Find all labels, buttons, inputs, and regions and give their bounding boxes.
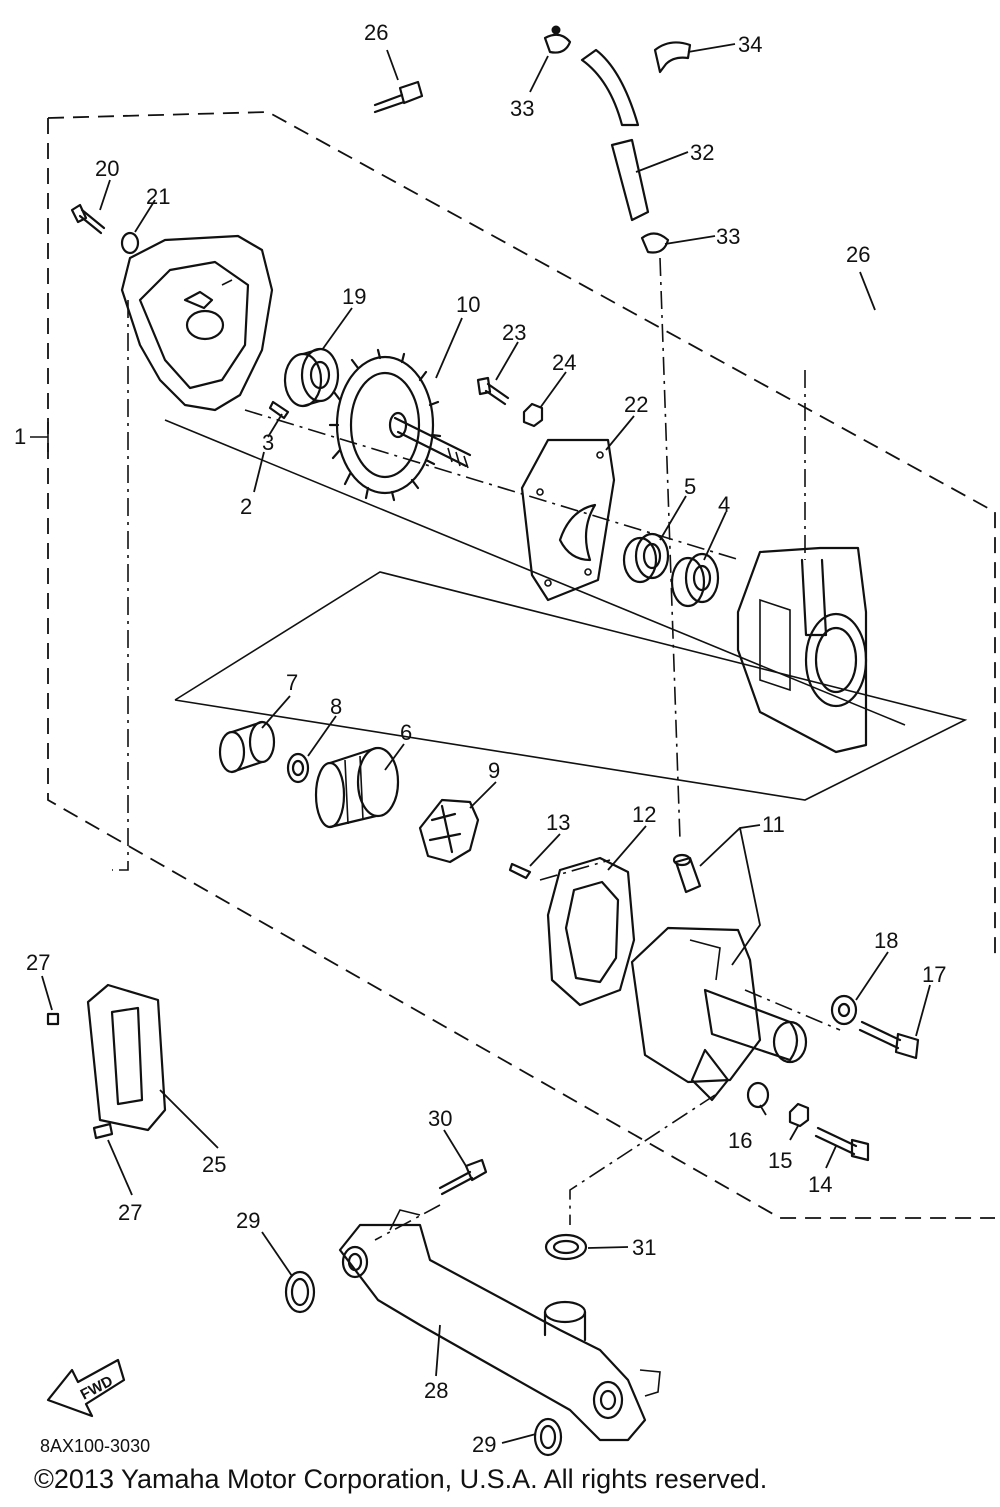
callout-34: 34	[738, 32, 762, 57]
callout-25: 25	[202, 1152, 226, 1177]
o-ring-29-left	[284, 1270, 316, 1314]
copyright-notice: ©2013 Yamaha Motor Corporation, U.S.A. A…	[34, 1464, 767, 1494]
plate-22	[520, 438, 616, 602]
pump-outer-cover	[630, 926, 808, 1102]
washer-18	[830, 994, 858, 1026]
washer-21	[120, 231, 140, 255]
callout-31: 31	[632, 1235, 656, 1260]
callout-27-top: 27	[26, 950, 50, 975]
callout-8: 8	[330, 694, 342, 719]
bolt-30	[438, 1158, 488, 1196]
gasket-25	[86, 983, 167, 1132]
fwd-label: FWD	[78, 1372, 116, 1403]
impeller-9	[418, 798, 480, 864]
callout-27-bottom: 27	[118, 1200, 142, 1225]
hose-32	[580, 48, 650, 222]
washer-16	[746, 1081, 770, 1109]
callout-labels: 26 33 34 32 33 20 21 26 19 10 23 24 22 1…	[14, 20, 946, 1457]
callout-7: 7	[286, 670, 298, 695]
washer-8	[286, 752, 310, 784]
callout-24: 24	[552, 350, 576, 375]
callout-33-lower: 33	[716, 224, 740, 249]
callout-23: 23	[502, 320, 526, 345]
callout-26-top: 26	[364, 20, 388, 45]
callout-18: 18	[874, 928, 898, 953]
seal-5	[622, 532, 670, 584]
callout-10: 10	[456, 292, 480, 317]
pin-3	[268, 400, 290, 420]
hose-clamp-33-lower	[640, 232, 670, 254]
clip-34	[653, 41, 692, 74]
pin-13	[508, 862, 532, 880]
callout-13: 13	[546, 810, 570, 835]
gasket-12	[546, 856, 636, 1007]
o-ring-29-bottom	[533, 1417, 563, 1457]
nut-24	[522, 402, 544, 428]
callout-32: 32	[690, 140, 714, 165]
callout-6: 6	[400, 720, 412, 745]
callout-2: 2	[240, 494, 252, 519]
callout-3: 3	[262, 430, 274, 455]
collar-7	[218, 720, 276, 774]
bearing-19	[283, 347, 340, 408]
dowel-27-top	[46, 1012, 60, 1026]
gear-10	[328, 348, 472, 502]
hose-clamp-33-top	[543, 25, 572, 54]
callout-21: 21	[146, 184, 170, 209]
callout-19: 19	[342, 284, 366, 309]
bolt-14	[814, 1126, 870, 1162]
dowel-27-bottom	[92, 1122, 114, 1140]
o-ring-31	[544, 1233, 588, 1261]
callout-29-left: 29	[236, 1208, 260, 1233]
fwd-arrow: FWD	[46, 1358, 126, 1418]
bearing-4	[670, 552, 720, 608]
callout-16: 16	[728, 1128, 752, 1153]
pump-housing	[736, 546, 868, 754]
diagram-code: 8AX100-3030	[40, 1436, 150, 1456]
bolt-26-top	[373, 80, 424, 114]
pump-cover	[120, 234, 274, 412]
callout-29-bottom: 29	[472, 1432, 496, 1457]
callout-5: 5	[684, 474, 696, 499]
callout-33-top: 33	[510, 96, 534, 121]
nut-15	[788, 1102, 810, 1128]
bolt-20	[70, 203, 106, 235]
callout-28: 28	[424, 1378, 448, 1403]
callout-15: 15	[768, 1148, 792, 1173]
fitting-11	[672, 853, 702, 894]
callout-11: 11	[762, 812, 785, 837]
callout-17: 17	[922, 962, 946, 987]
callout-4: 4	[718, 492, 730, 517]
callout-9: 9	[488, 758, 500, 783]
assembly-outline	[30, 111, 996, 1219]
seal-6	[314, 746, 400, 829]
callout-26-right: 26	[846, 242, 870, 267]
bolt-17	[858, 1020, 920, 1060]
callout-14: 14	[808, 1172, 832, 1197]
screw-23	[476, 376, 510, 406]
callout-12: 12	[632, 802, 656, 827]
callout-30: 30	[428, 1106, 452, 1131]
pipe-28	[338, 1209, 661, 1442]
callout-22: 22	[624, 392, 648, 417]
inner-outline	[164, 419, 968, 801]
leader-lines	[41, 43, 931, 1444]
callout-20: 20	[95, 156, 119, 181]
callout-1: 1	[14, 424, 26, 449]
